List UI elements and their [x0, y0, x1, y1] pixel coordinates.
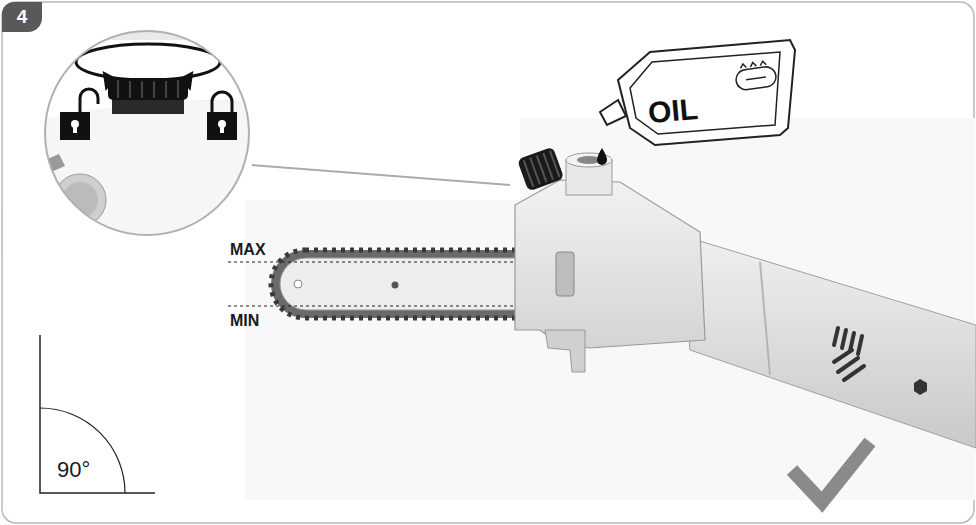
oil-cap [517, 147, 564, 192]
hook [545, 330, 585, 372]
detail-inset [40, 31, 260, 240]
min-level-label: MIN [230, 313, 259, 329]
motor-tube [680, 235, 976, 448]
sight-window [556, 252, 574, 296]
chain-icon [734, 60, 777, 91]
check-mark [792, 442, 870, 502]
oil-bottle [597, 40, 795, 165]
step-badge: 4 [2, 2, 42, 32]
angle-mark [40, 335, 155, 493]
min-level-line [228, 305, 548, 306]
oil-drop [597, 148, 607, 165]
saw-housing [515, 180, 705, 348]
max-level-label: MAX [230, 242, 266, 258]
angle-label: 90° [57, 459, 90, 481]
step-number: 4 [17, 6, 28, 28]
inset-leader [252, 165, 510, 185]
vents [834, 328, 864, 380]
max-level-line [228, 261, 548, 262]
guide-bar [271, 250, 552, 318]
oil-bottle-label: OIL [647, 94, 699, 128]
hex-bolt [914, 379, 927, 395]
